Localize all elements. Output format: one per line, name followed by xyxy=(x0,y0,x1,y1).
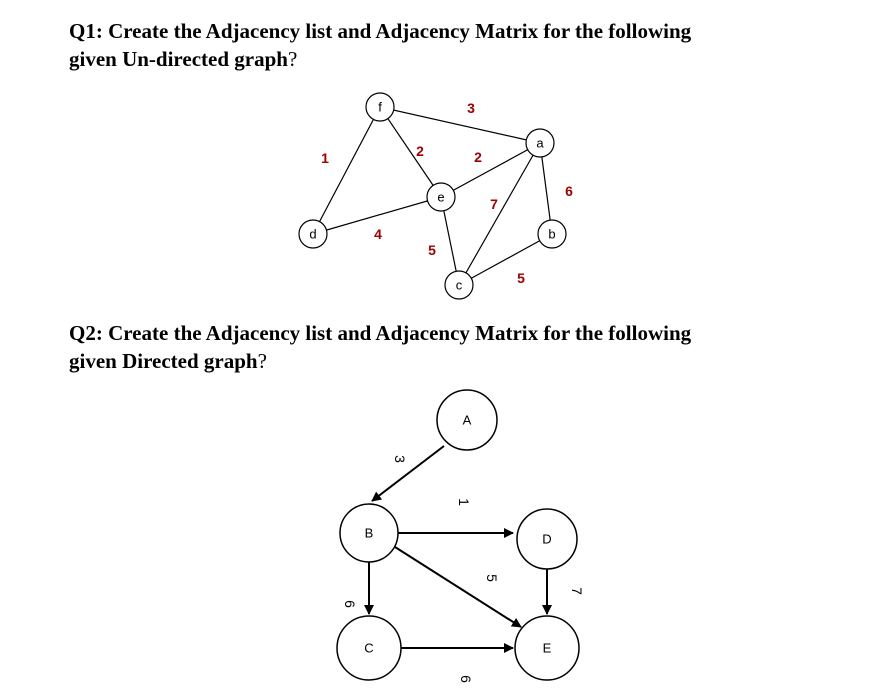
node-f-label: f xyxy=(378,100,382,115)
node-f: f xyxy=(365,92,395,122)
edge-a-b xyxy=(539,142,553,235)
node-B-label: B xyxy=(365,526,374,541)
weight-e-c: 5 xyxy=(428,242,436,258)
weight-f-e: 2 xyxy=(416,143,424,159)
q1-title-line2: given Un-directed graph xyxy=(69,47,288,71)
node-D: D xyxy=(516,508,578,570)
edge-f-d xyxy=(312,106,381,235)
node-d-label: d xyxy=(309,227,316,242)
weight-d-e: 4 xyxy=(374,226,382,242)
weight-D-E: 7 xyxy=(569,587,585,595)
edge-e-c xyxy=(440,196,460,286)
weight-B-E: 5 xyxy=(484,574,500,582)
node-C: C xyxy=(336,615,402,681)
node-C-label: C xyxy=(364,641,373,656)
weight-C-E: 6 xyxy=(458,675,474,683)
node-A-label: A xyxy=(463,413,472,428)
node-a-label: a xyxy=(536,136,544,151)
node-A: A xyxy=(436,389,498,451)
edge-c-b xyxy=(458,233,553,286)
weight-a-b: 6 xyxy=(565,183,573,199)
q1-title-line1: Q1: Create the Adjacency list and Adjace… xyxy=(69,19,692,43)
question-2: Q2: Create the Adjacency list and Adjace… xyxy=(69,319,691,375)
edge-f-e xyxy=(379,106,442,198)
q2-title-line2: given Directed graph xyxy=(69,349,258,373)
weight-B-C: 6 xyxy=(342,600,358,608)
weight-a-c: 7 xyxy=(490,196,498,212)
q2-title-line1: Q2: Create the Adjacency list and Adjace… xyxy=(69,321,692,345)
node-a: a xyxy=(525,128,555,158)
node-b: b xyxy=(537,219,567,249)
q2-question-mark: ? xyxy=(257,349,267,373)
weight-c-b: 5 xyxy=(517,270,525,286)
edge-A-B xyxy=(371,445,445,502)
node-e-label: e xyxy=(437,190,444,205)
edge-B-E xyxy=(394,546,522,628)
question-1: Q1: Create the Adjacency list and Adjace… xyxy=(69,17,691,73)
edge-d-e xyxy=(312,196,442,235)
node-e: e xyxy=(426,182,456,212)
node-c: c xyxy=(444,270,474,300)
node-B: B xyxy=(339,503,399,563)
weight-f-d: 1 xyxy=(321,150,329,166)
weight-B-D: 1 xyxy=(456,498,472,506)
weight-f-a: 3 xyxy=(467,100,475,116)
q1-question-mark: ? xyxy=(287,47,298,71)
node-E: E xyxy=(514,615,580,681)
edge-a-c xyxy=(458,142,541,286)
node-c-label: c xyxy=(456,278,463,293)
weight-e-a: 2 xyxy=(474,149,482,165)
node-E-label: E xyxy=(543,641,552,656)
node-b-label: b xyxy=(548,227,555,242)
edge-f-a xyxy=(379,106,541,144)
weight-A-B: 3 xyxy=(392,455,408,463)
node-D-label: D xyxy=(542,532,551,547)
edge-e-a xyxy=(440,142,541,198)
node-d: d xyxy=(298,219,328,249)
